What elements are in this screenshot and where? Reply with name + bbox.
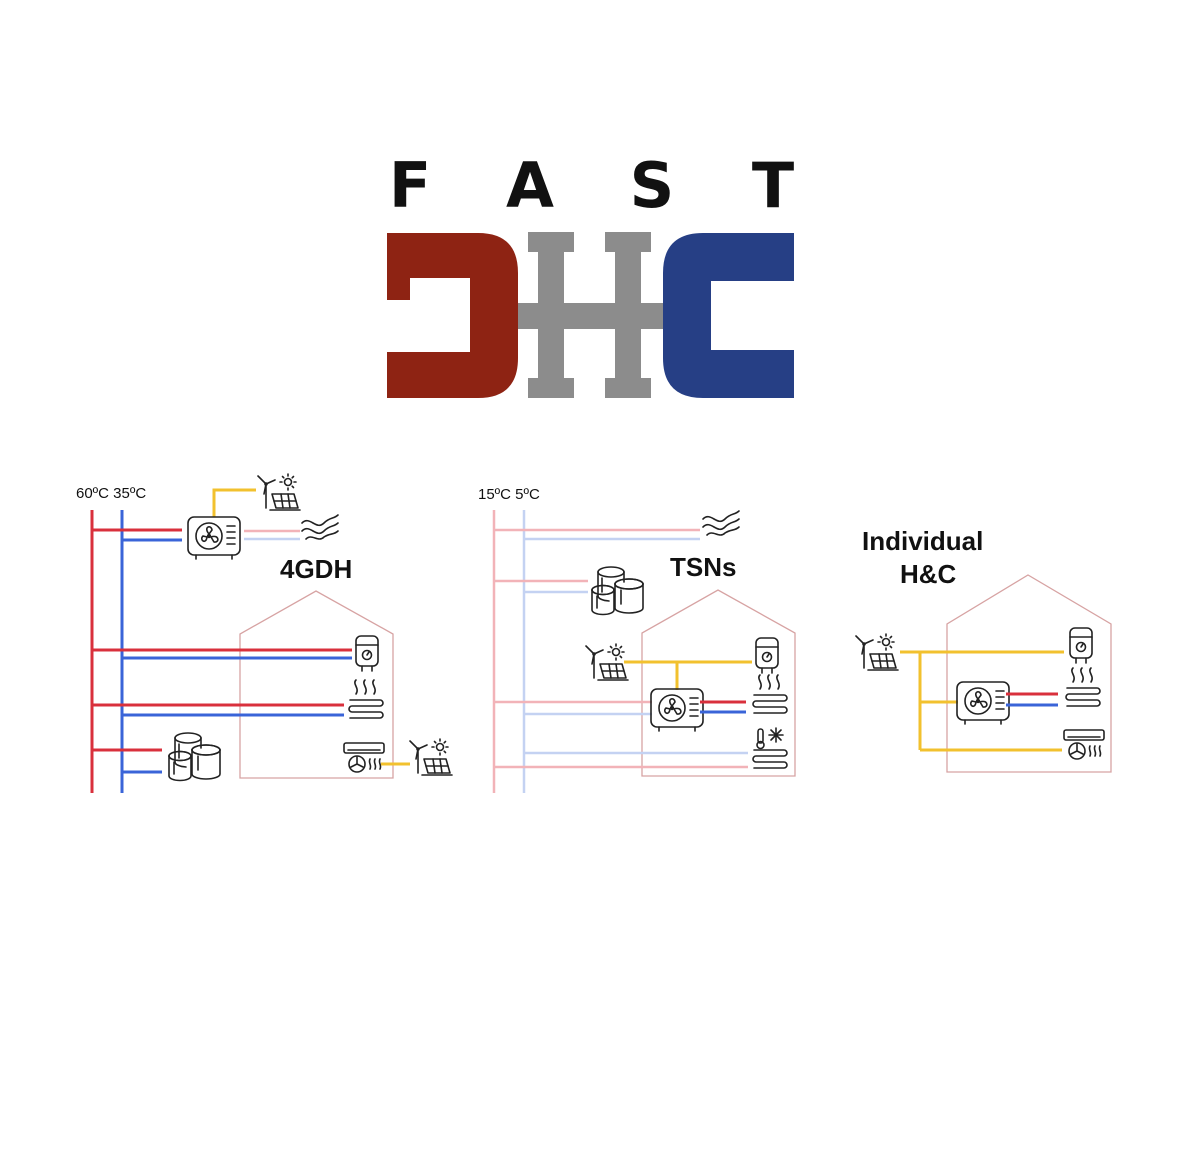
air-conditioner-icon xyxy=(343,742,385,773)
river-icon xyxy=(301,514,339,540)
electric-line-hp xyxy=(212,488,256,517)
fast-dhc-logo: F A S T xyxy=(387,149,794,398)
water-heater-icon xyxy=(355,635,379,672)
logo-letter-a: A xyxy=(506,149,554,222)
logo-letter-t: T xyxy=(752,149,794,222)
storage-tanks-icon xyxy=(168,732,221,782)
logo-mid-shape xyxy=(510,232,670,398)
floor-heating-icon xyxy=(752,674,788,714)
title-individual-line2: H&C xyxy=(900,559,957,589)
logo-hot-shape xyxy=(387,233,518,398)
house-outline-tsn xyxy=(641,589,796,777)
logo-letter-f: F xyxy=(389,149,431,222)
floor-heating-icon xyxy=(348,679,384,719)
renewables-icon xyxy=(855,633,899,671)
logo-letter-s: S xyxy=(630,149,675,222)
panel-individual: Individual H&C xyxy=(855,526,1112,773)
renewables-icon xyxy=(409,738,453,776)
title-individual-line1: Individual xyxy=(862,526,983,556)
logo-cold-shape xyxy=(663,233,794,398)
heat-pump-icon xyxy=(187,516,241,560)
heat-pump-icon xyxy=(650,688,704,732)
house-outline-individual xyxy=(946,574,1112,773)
river-icon xyxy=(702,510,740,536)
floor-heating-icon xyxy=(1065,667,1101,707)
panel-4gdh: 60ºC 35ºC 4GDH xyxy=(76,473,453,793)
water-heater-icon xyxy=(1069,627,1093,664)
panel-tsns: 15ºC 5ºC TSNs xyxy=(478,486,796,793)
air-conditioner-icon xyxy=(1063,729,1105,760)
floor-cooling-icon xyxy=(752,727,788,769)
renewables-icon xyxy=(257,473,301,511)
water-heater-icon xyxy=(755,637,779,674)
temp-labels-4gdh: 60ºC 35ºC xyxy=(76,485,146,502)
title-tsns: TSNs xyxy=(670,552,736,582)
renewables-icon xyxy=(585,643,629,681)
temp-labels-tsn: 15ºC 5ºC xyxy=(478,486,540,503)
storage-tanks-icon xyxy=(591,566,644,616)
heat-pump-icon xyxy=(956,681,1010,725)
title-4gdh: 4GDH xyxy=(280,554,352,584)
